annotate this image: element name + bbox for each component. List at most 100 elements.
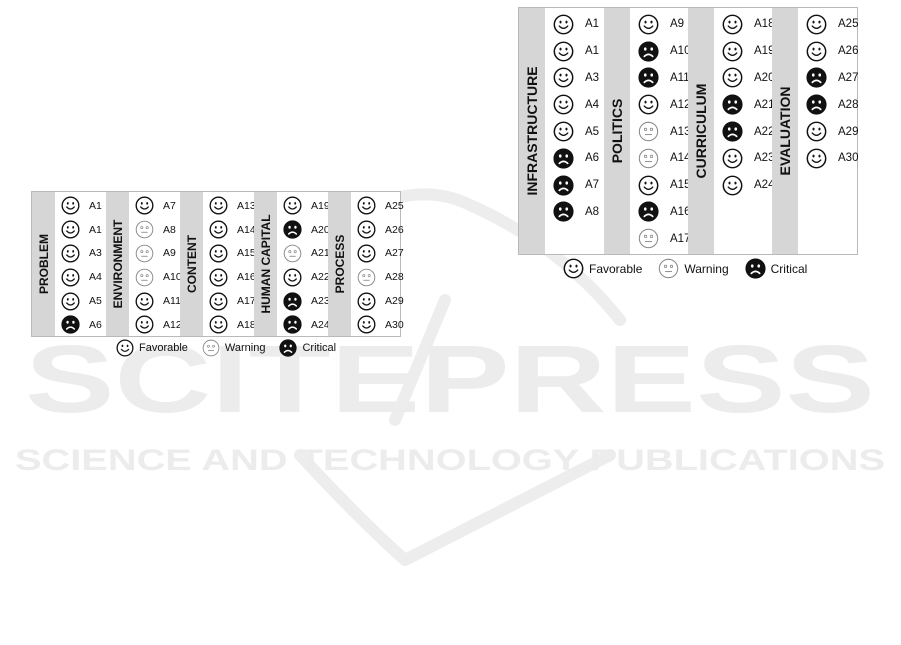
indicator-item: A21 <box>283 242 330 266</box>
watermark-tagline: SCIENCE AND TECHNOLOGY PUBLICATIONS <box>15 444 885 477</box>
favorable-face-icon <box>61 220 80 239</box>
category-label: POLITICS <box>609 98 625 164</box>
indicator-label: A20 <box>311 223 330 236</box>
indicator-item: A30 <box>806 145 858 172</box>
indicator-item: A1 <box>553 11 599 38</box>
indicator-label: A5 <box>585 125 600 138</box>
indicator-label: A28 <box>838 98 859 111</box>
critical-face-icon <box>61 315 80 334</box>
indicator-item: A23 <box>283 289 330 313</box>
indicator-item: A28 <box>357 265 404 289</box>
indicator-label: A6 <box>89 318 102 331</box>
indicator-label: A22 <box>311 271 330 284</box>
indicator-item: A7 <box>553 172 599 199</box>
warning-face-icon <box>659 258 679 279</box>
warning-face-icon <box>638 121 659 142</box>
category-band <box>180 192 203 336</box>
critical-face-icon <box>553 175 574 196</box>
warning-face-icon <box>638 148 659 169</box>
legend-item-favorable: Favorable <box>116 339 188 357</box>
indicator-label: A11 <box>670 71 690 84</box>
indicator-label: A6 <box>585 152 600 165</box>
indicator-label: A7 <box>585 179 600 192</box>
indicator-item: A19 <box>283 194 330 218</box>
indicator-item: A27 <box>357 242 404 266</box>
category-band <box>106 192 129 336</box>
critical-face-icon <box>553 201 574 223</box>
indicator-label: A26 <box>838 45 859 58</box>
critical-face-icon <box>283 315 302 334</box>
category-label: PROCESS <box>332 234 347 294</box>
favorable-face-icon <box>553 68 574 88</box>
indicator-item: A22 <box>722 118 774 145</box>
indicator-label: A20 <box>754 71 775 84</box>
indicator-item: A16 <box>638 199 690 226</box>
indicator-label: A25 <box>385 199 404 212</box>
favorable-face-icon <box>209 268 228 287</box>
favorable-face-icon <box>135 315 154 334</box>
indicator-label: A30 <box>838 152 859 165</box>
favorable-face-icon <box>209 292 228 311</box>
category-band <box>254 192 277 336</box>
indicator-item: A19 <box>722 38 774 65</box>
indicator-label: A27 <box>385 247 404 260</box>
indicator-item: A23 <box>722 145 774 172</box>
indicator-label: A17 <box>237 295 256 308</box>
indicator-item: A22 <box>283 265 330 289</box>
indicator-item: A10 <box>135 265 182 289</box>
indicator-item: A15 <box>638 172 690 199</box>
indicator-item: A14 <box>209 218 256 242</box>
indicator-item: A25 <box>357 194 404 218</box>
indicator-item: A30 <box>357 313 404 337</box>
favorable-face-icon <box>553 41 574 62</box>
indicator-item: A3 <box>553 65 599 92</box>
category-label: HUMAN CAPITAL <box>258 214 273 314</box>
critical-face-icon <box>279 339 298 357</box>
indicator-item: A13 <box>638 118 690 145</box>
indicator-label: A13 <box>670 125 691 138</box>
indicator-item: A29 <box>806 118 858 145</box>
indicator-label: A9 <box>163 247 176 260</box>
critical-face-icon <box>638 67 659 89</box>
legend-item-warning: Warning <box>658 258 729 279</box>
indicator-label: A1 <box>89 199 102 212</box>
indicator-label: A15 <box>670 179 691 192</box>
legend-label: Favorable <box>139 342 188 354</box>
indicator-item: A28 <box>806 91 858 118</box>
indicator-item: A17 <box>209 289 256 313</box>
favorable-face-icon <box>135 292 154 311</box>
indicator-label: A11 <box>163 295 181 308</box>
indicator-label: A21 <box>754 98 775 111</box>
indicator-label: A3 <box>89 247 102 260</box>
indicator-item: A1 <box>61 218 102 242</box>
watermark-brand: SCITEPRESS <box>25 326 875 433</box>
favorable-face-icon <box>357 315 376 334</box>
category-band <box>604 8 630 254</box>
critical-face-icon <box>283 291 302 311</box>
indicator-label: A15 <box>237 247 256 260</box>
critical-face-icon <box>553 148 574 169</box>
indicator-label: A28 <box>385 271 404 284</box>
indicator-item: A13 <box>209 194 256 218</box>
indicator-item: A6 <box>61 313 102 337</box>
favorable-face-icon <box>61 244 80 263</box>
indicator-item: A9 <box>135 242 176 266</box>
favorable-face-icon <box>638 14 659 35</box>
indicator-item: A3 <box>61 242 102 266</box>
indicator-item: A26 <box>357 218 404 242</box>
category-band <box>688 8 714 254</box>
favorable-face-icon <box>638 175 659 196</box>
legend-label: Favorable <box>589 261 643 276</box>
favorable-face-icon <box>722 148 743 169</box>
category-band <box>328 192 351 336</box>
indicator-label: A4 <box>585 98 600 111</box>
warning-face-icon <box>357 268 376 287</box>
indicator-label: A30 <box>385 318 404 331</box>
category-label: INFRASTRUCTURE <box>524 66 540 196</box>
indicator-label: A19 <box>311 199 330 212</box>
